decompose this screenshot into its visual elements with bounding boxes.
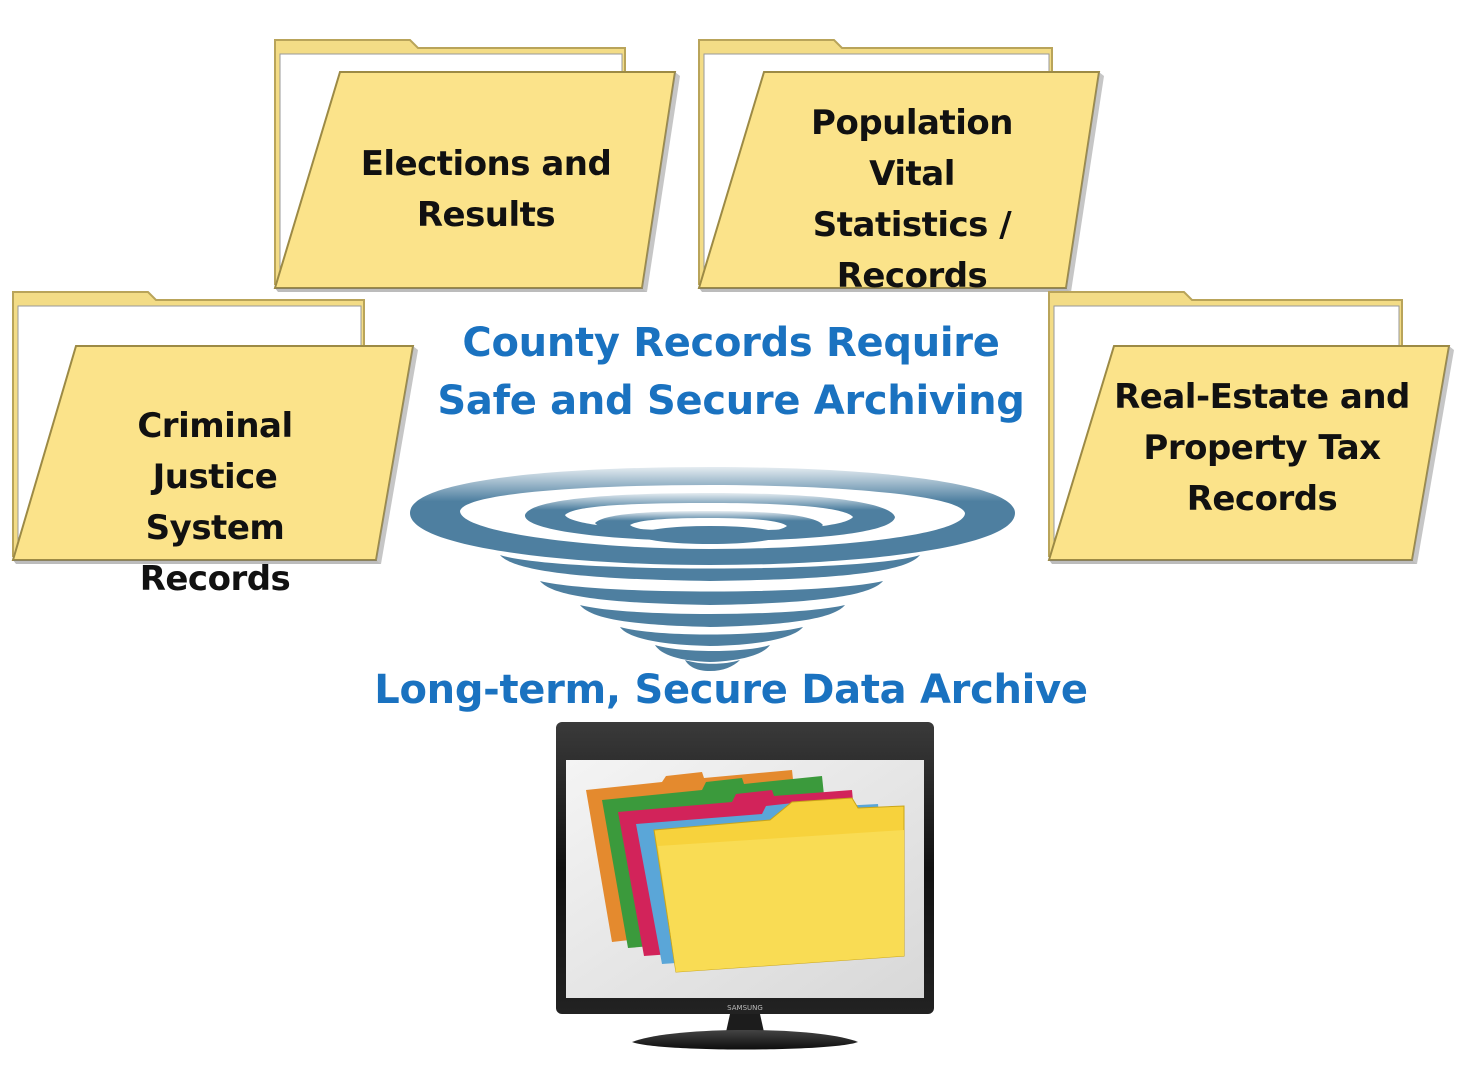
- monitor-brand: SAMSUNG: [727, 1004, 763, 1012]
- folder-icon: [273, 39, 680, 292]
- folder-label-line: System Records: [139, 508, 291, 599]
- folder-icon: [1047, 291, 1454, 564]
- folder-label-line: Elections and: [360, 144, 612, 184]
- folder-elections-results: Elections and Results: [270, 36, 680, 296]
- folder-population-vital-statistics: Population Vital Statistics / Records: [694, 36, 1104, 296]
- headline-line-2: Safe and Secure Archiving: [437, 378, 1025, 424]
- archive-label: Long-term, Secure Data Archive: [374, 667, 1088, 713]
- tornado-funnel-icon: [410, 467, 1015, 671]
- folder-label-line: Records: [1186, 479, 1338, 519]
- folder-label-line: Records: [836, 256, 988, 296]
- folder-label-line: Results: [416, 195, 556, 235]
- headline: County Records Require Safe and Secure A…: [0, 314, 1462, 430]
- folder-label-line: Real-Estate and: [1114, 377, 1410, 417]
- headline-line-1: County Records Require: [462, 320, 1000, 366]
- folder-label-line: Property Tax: [1143, 428, 1381, 468]
- folder-label-line: Statistics /: [812, 205, 1012, 245]
- folder-icon: [11, 291, 418, 564]
- folder-label-line: Population Vital: [811, 103, 1013, 194]
- folder-criminal-justice: Criminal Justice System Records: [8, 288, 418, 599]
- folder-icon: [697, 39, 1104, 292]
- folder-label-line: Criminal Justice: [137, 406, 293, 497]
- colored-folders-icon: [586, 770, 905, 973]
- folder-real-estate-property-tax: Real-Estate and Property Tax Records: [1044, 288, 1456, 568]
- monitor-icon: SAMSUNG: [556, 722, 934, 1050]
